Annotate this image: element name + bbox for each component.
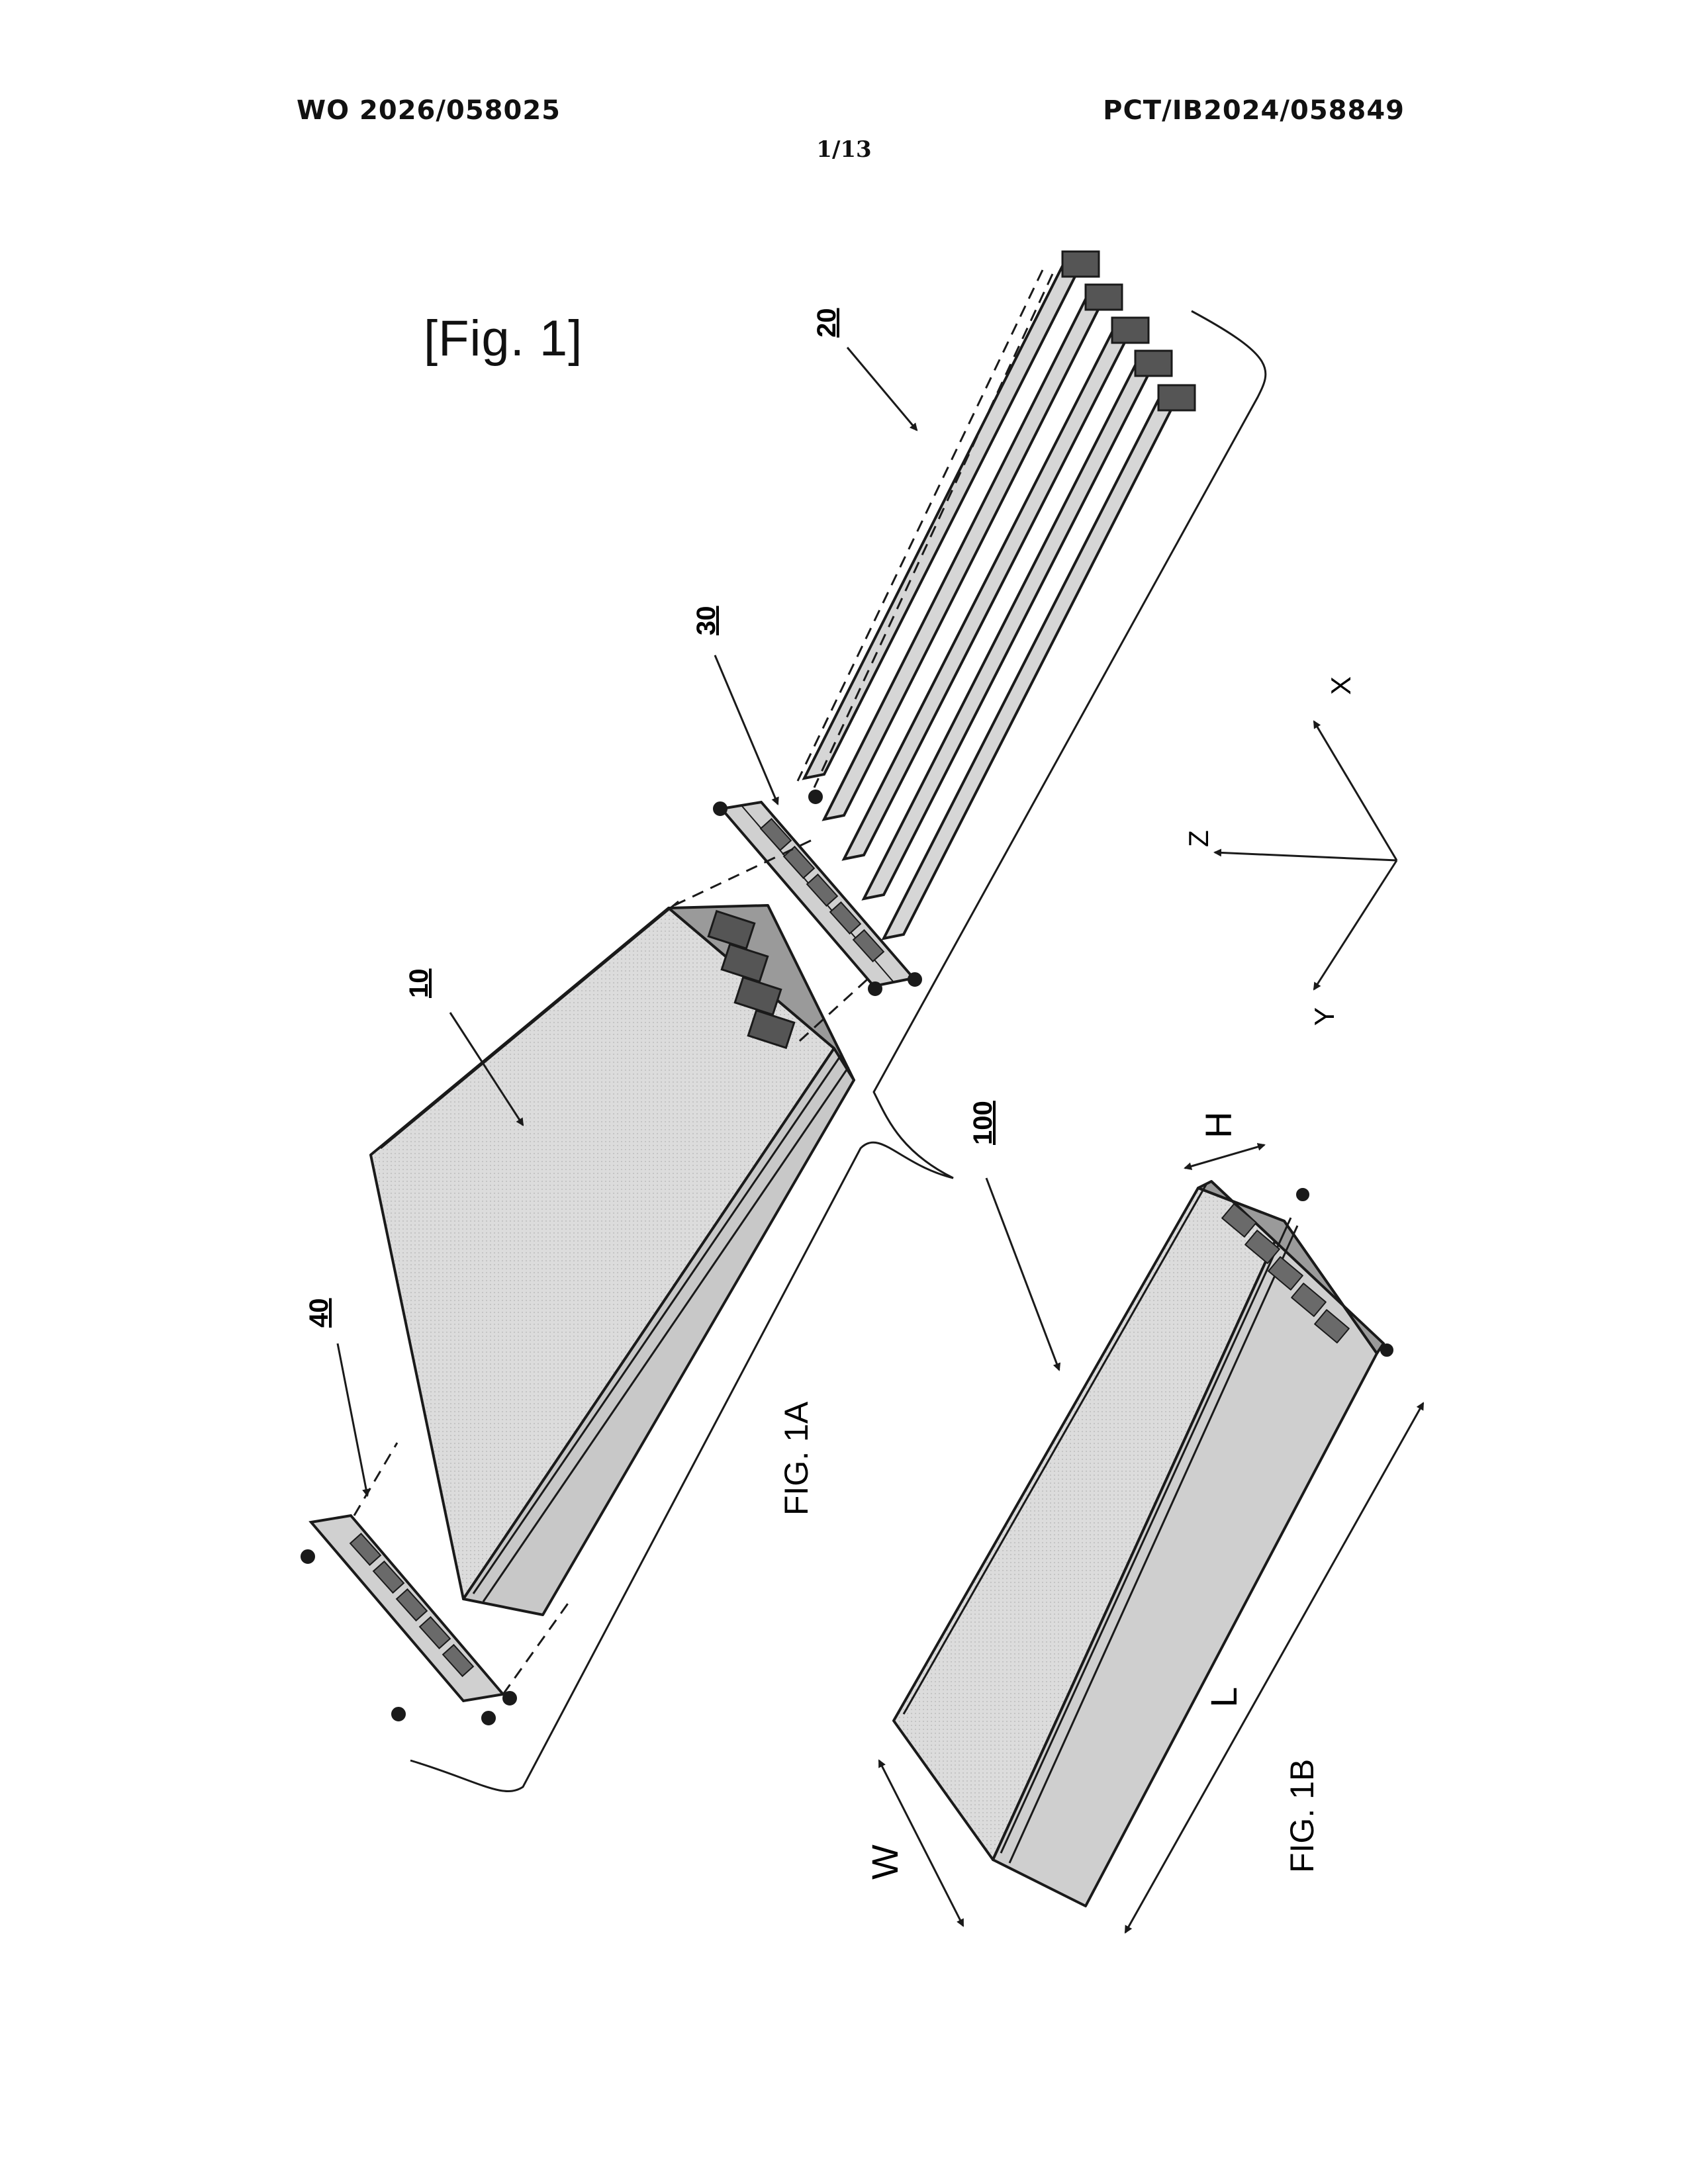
axis-label-x: X <box>1325 676 1356 695</box>
ref-numeral-30: 30 <box>692 606 721 636</box>
dimension-label-l: L <box>1203 1687 1244 1707</box>
caption-fig-1b: FIG. 1B <box>1284 1759 1321 1873</box>
beams-20 <box>804 251 1195 938</box>
axis-label-y: Y <box>1309 1007 1340 1026</box>
ref-numeral-40: 40 <box>305 1298 334 1328</box>
dimension-label-w: W <box>864 1844 906 1880</box>
caption-fig-1a: FIG. 1A <box>778 1401 815 1516</box>
axis-label-z: Z <box>1183 830 1214 847</box>
dimension-label-h: H <box>1197 1112 1239 1138</box>
ref-numeral-100: 100 <box>968 1101 998 1145</box>
ref-numeral-20: 20 <box>812 308 841 338</box>
coordinate-axes <box>1215 721 1397 989</box>
ref-numeral-10: 10 <box>404 969 434 999</box>
